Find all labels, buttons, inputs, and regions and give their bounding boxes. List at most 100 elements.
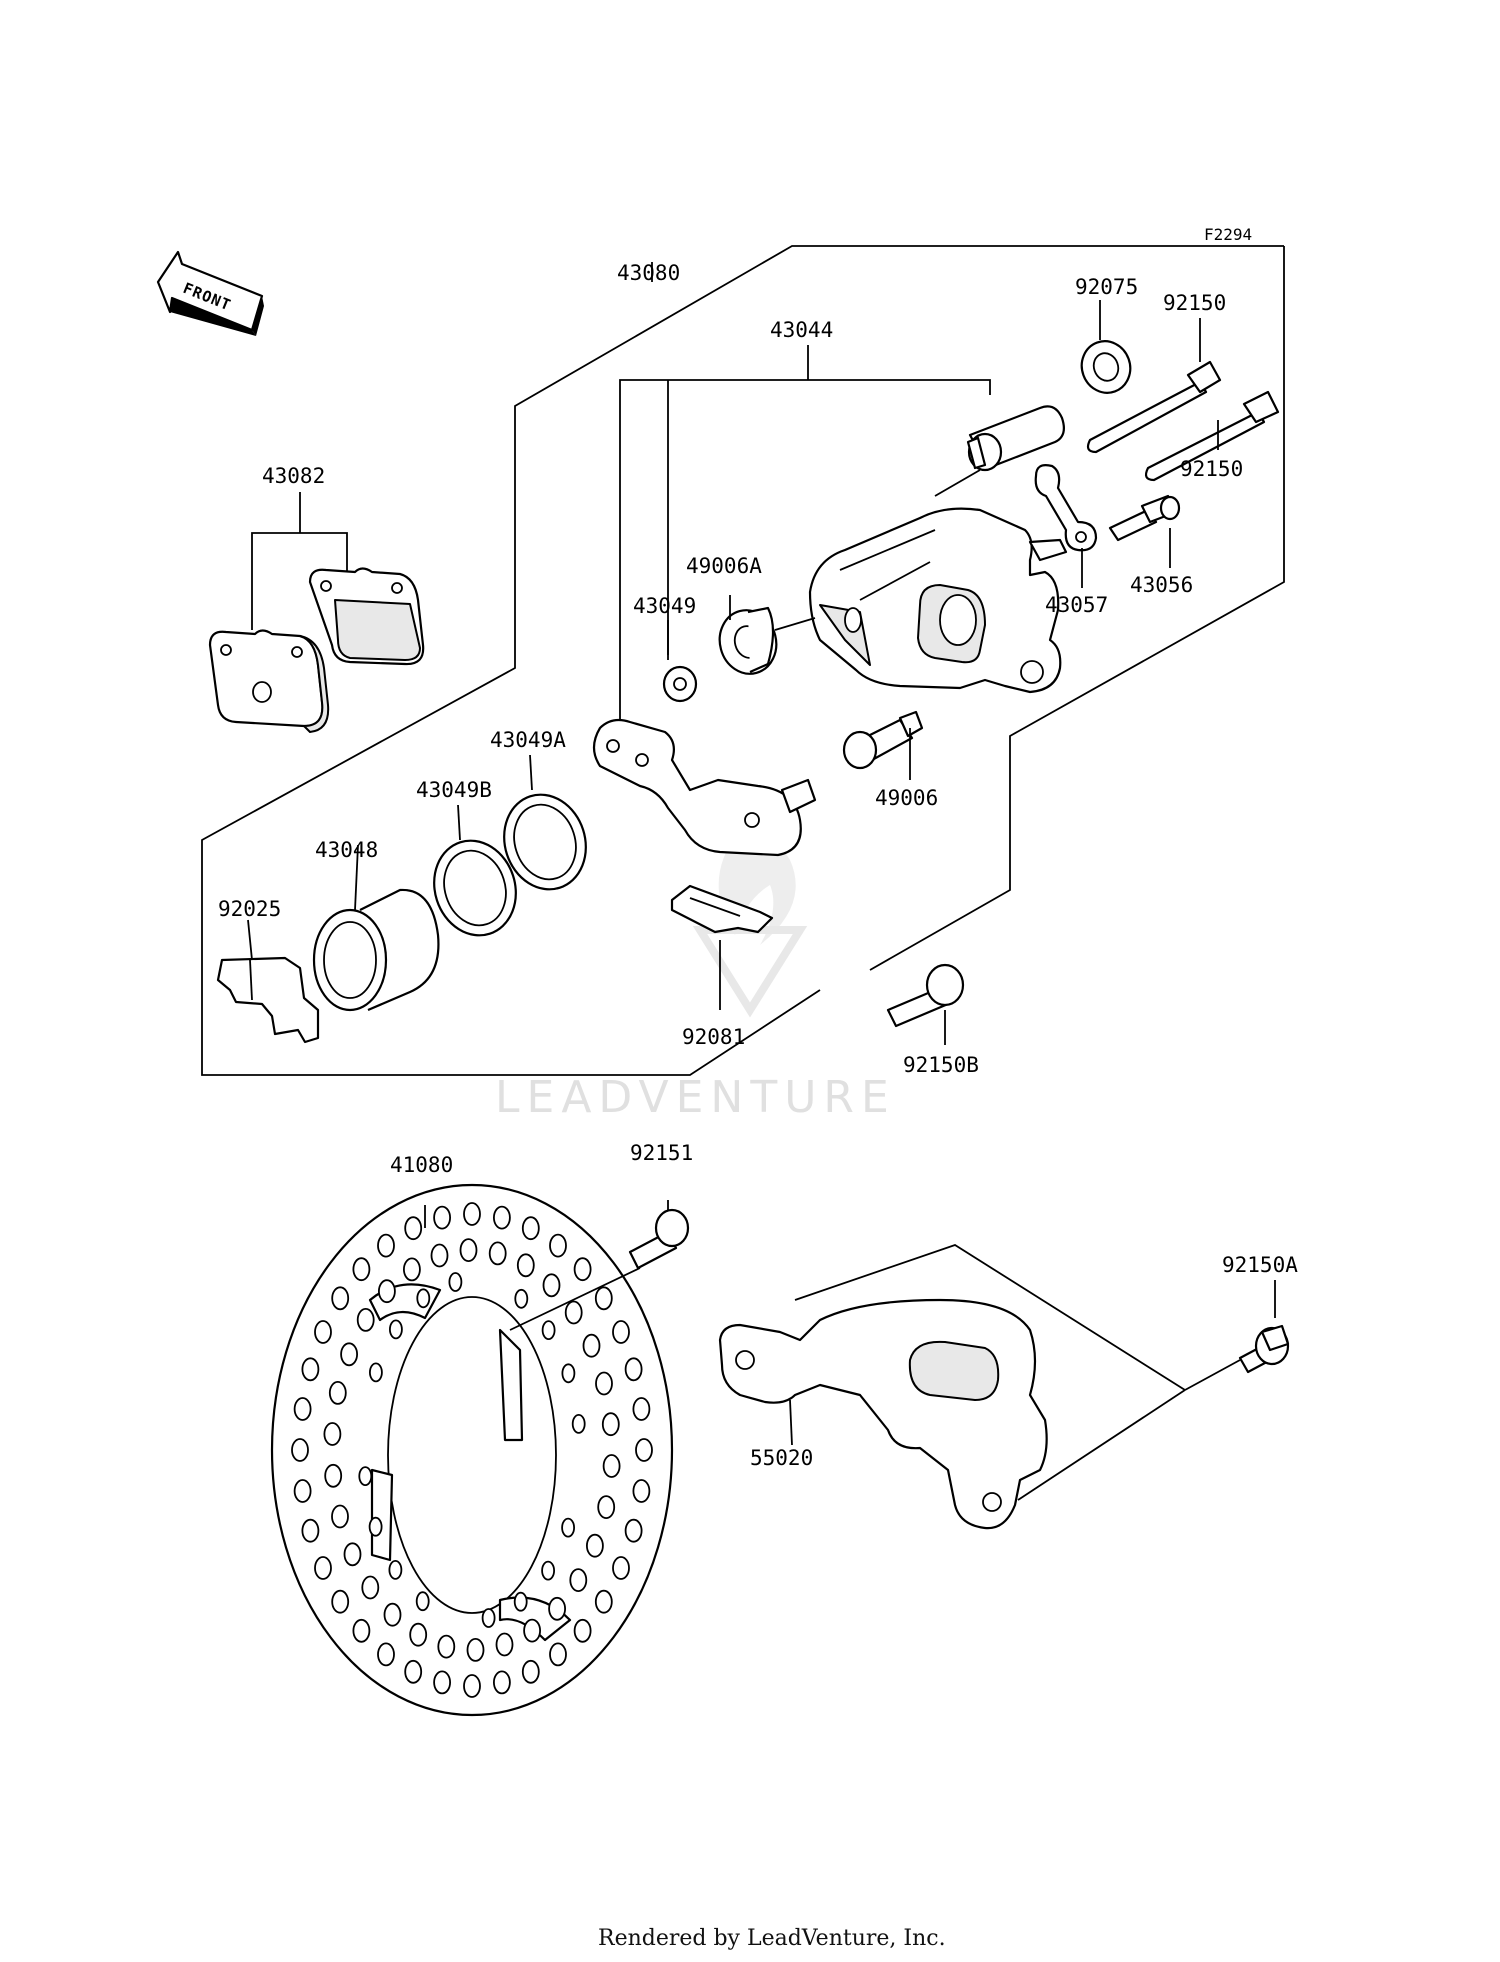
part-labels: 43080 43044 92075 92150 92150 43082 4900…	[218, 261, 1298, 1470]
disc-hole	[463, 1202, 481, 1226]
disc-hole	[377, 1642, 395, 1667]
disc-hole	[328, 1381, 347, 1405]
disc-hole	[324, 1463, 343, 1488]
watermark-text: LEADVENTURE	[495, 1072, 896, 1123]
label-43049: 43049	[633, 594, 696, 618]
disc-hole	[542, 1273, 561, 1298]
disc-hole	[437, 1634, 456, 1659]
disc-hole	[383, 1602, 402, 1627]
disc-hole	[293, 1479, 312, 1503]
disc-hole	[573, 1257, 592, 1282]
disc-hole	[561, 1517, 575, 1538]
label-92150-top: 92150	[1163, 291, 1226, 315]
disc-hole	[409, 1622, 428, 1647]
disc-hole	[463, 1674, 481, 1698]
label-92025: 92025	[218, 897, 281, 921]
disc-hole	[368, 1362, 383, 1383]
disc-hole	[549, 1233, 567, 1258]
disc-hole	[481, 1608, 496, 1628]
label-43057: 43057	[1045, 593, 1108, 617]
label-92151: 92151	[630, 1141, 693, 1165]
pad-spring	[670, 884, 774, 934]
disc-hole	[459, 1238, 478, 1262]
caliper-body	[808, 507, 1068, 694]
disc-hole	[402, 1257, 421, 1282]
disc-hole	[293, 1397, 312, 1421]
disc-hole	[343, 1542, 362, 1567]
caliper-piston	[312, 888, 440, 1012]
disc-hole	[601, 1412, 620, 1437]
disc-hole	[612, 1556, 630, 1580]
disc-hole	[571, 1414, 586, 1434]
disc-hole	[564, 1300, 583, 1325]
disc-hole	[331, 1286, 350, 1311]
disc-hole	[433, 1205, 452, 1230]
footer-credit: Rendered by LeadVenture, Inc.	[598, 1926, 946, 1951]
disc-hole	[352, 1257, 371, 1282]
disc-hole	[597, 1495, 616, 1519]
label-49006A: 49006A	[686, 554, 762, 578]
label-92150A: 92150A	[1222, 1253, 1298, 1277]
disc-hole	[624, 1357, 643, 1382]
disc-hole	[492, 1670, 511, 1695]
label-92075: 92075	[1075, 275, 1138, 299]
disc-hole	[352, 1618, 371, 1643]
pad-pin-clip	[1034, 464, 1098, 552]
caliper-holder	[592, 718, 817, 857]
disc-hole	[541, 1560, 555, 1581]
bracket-bolt-92150A	[1184, 1280, 1290, 1391]
caliper-assembly-outline	[201, 245, 1285, 1076]
disc-hole	[388, 1319, 403, 1340]
disc-hole	[430, 1243, 449, 1268]
disc-hole	[492, 1205, 511, 1230]
boot-and-washer	[662, 606, 816, 703]
disc-hole	[561, 1363, 576, 1384]
disc-hole	[612, 1320, 630, 1344]
label-43082: 43082	[262, 464, 325, 488]
leader-43048	[354, 844, 359, 911]
disc-hole	[582, 1333, 601, 1358]
leader-43049A	[529, 754, 533, 791]
label-43056: 43056	[1130, 573, 1193, 597]
disc-hole	[602, 1454, 621, 1478]
leader-43049B	[457, 804, 461, 841]
disc-hole	[495, 1632, 514, 1657]
brake-pad-bracket	[251, 492, 348, 630]
disc-hole	[488, 1241, 507, 1266]
disc-hole	[358, 1466, 373, 1486]
label-92081: 92081	[682, 1025, 745, 1049]
disc-hole	[541, 1320, 556, 1340]
disc-hole	[331, 1589, 350, 1614]
disc-hole	[632, 1397, 651, 1421]
front-arrow-icon: FRONT	[156, 250, 264, 336]
disc-hole	[377, 1279, 396, 1304]
disc-hole	[594, 1589, 613, 1614]
disc-hole	[323, 1422, 342, 1446]
label-43044: 43044	[770, 318, 833, 342]
disc-hole	[516, 1253, 535, 1278]
disc-hole	[569, 1568, 588, 1592]
bolt-92150B	[886, 963, 965, 1045]
disc-hole	[595, 1371, 613, 1396]
disc-hole	[549, 1642, 567, 1667]
disc-hole	[377, 1233, 395, 1258]
brake-disc	[270, 1183, 674, 1717]
disc-hole	[548, 1596, 566, 1621]
disc-hole	[361, 1575, 380, 1600]
disc-hole	[404, 1659, 423, 1684]
caliper-bolt-49006	[842, 710, 924, 780]
disc-hole	[415, 1591, 430, 1612]
caliper-body-bracket	[619, 345, 991, 760]
disc-hole	[314, 1320, 332, 1344]
disc-hole	[635, 1438, 653, 1462]
leader-92151	[509, 1267, 641, 1331]
leader-92025	[247, 919, 253, 961]
disc-hole	[416, 1288, 431, 1309]
caliper-mount-bracket	[718, 1244, 1186, 1530]
disc-hole	[314, 1556, 332, 1580]
disc-hole	[632, 1479, 651, 1503]
label-43049B: 43049B	[416, 778, 492, 802]
disc-hole	[523, 1618, 541, 1643]
